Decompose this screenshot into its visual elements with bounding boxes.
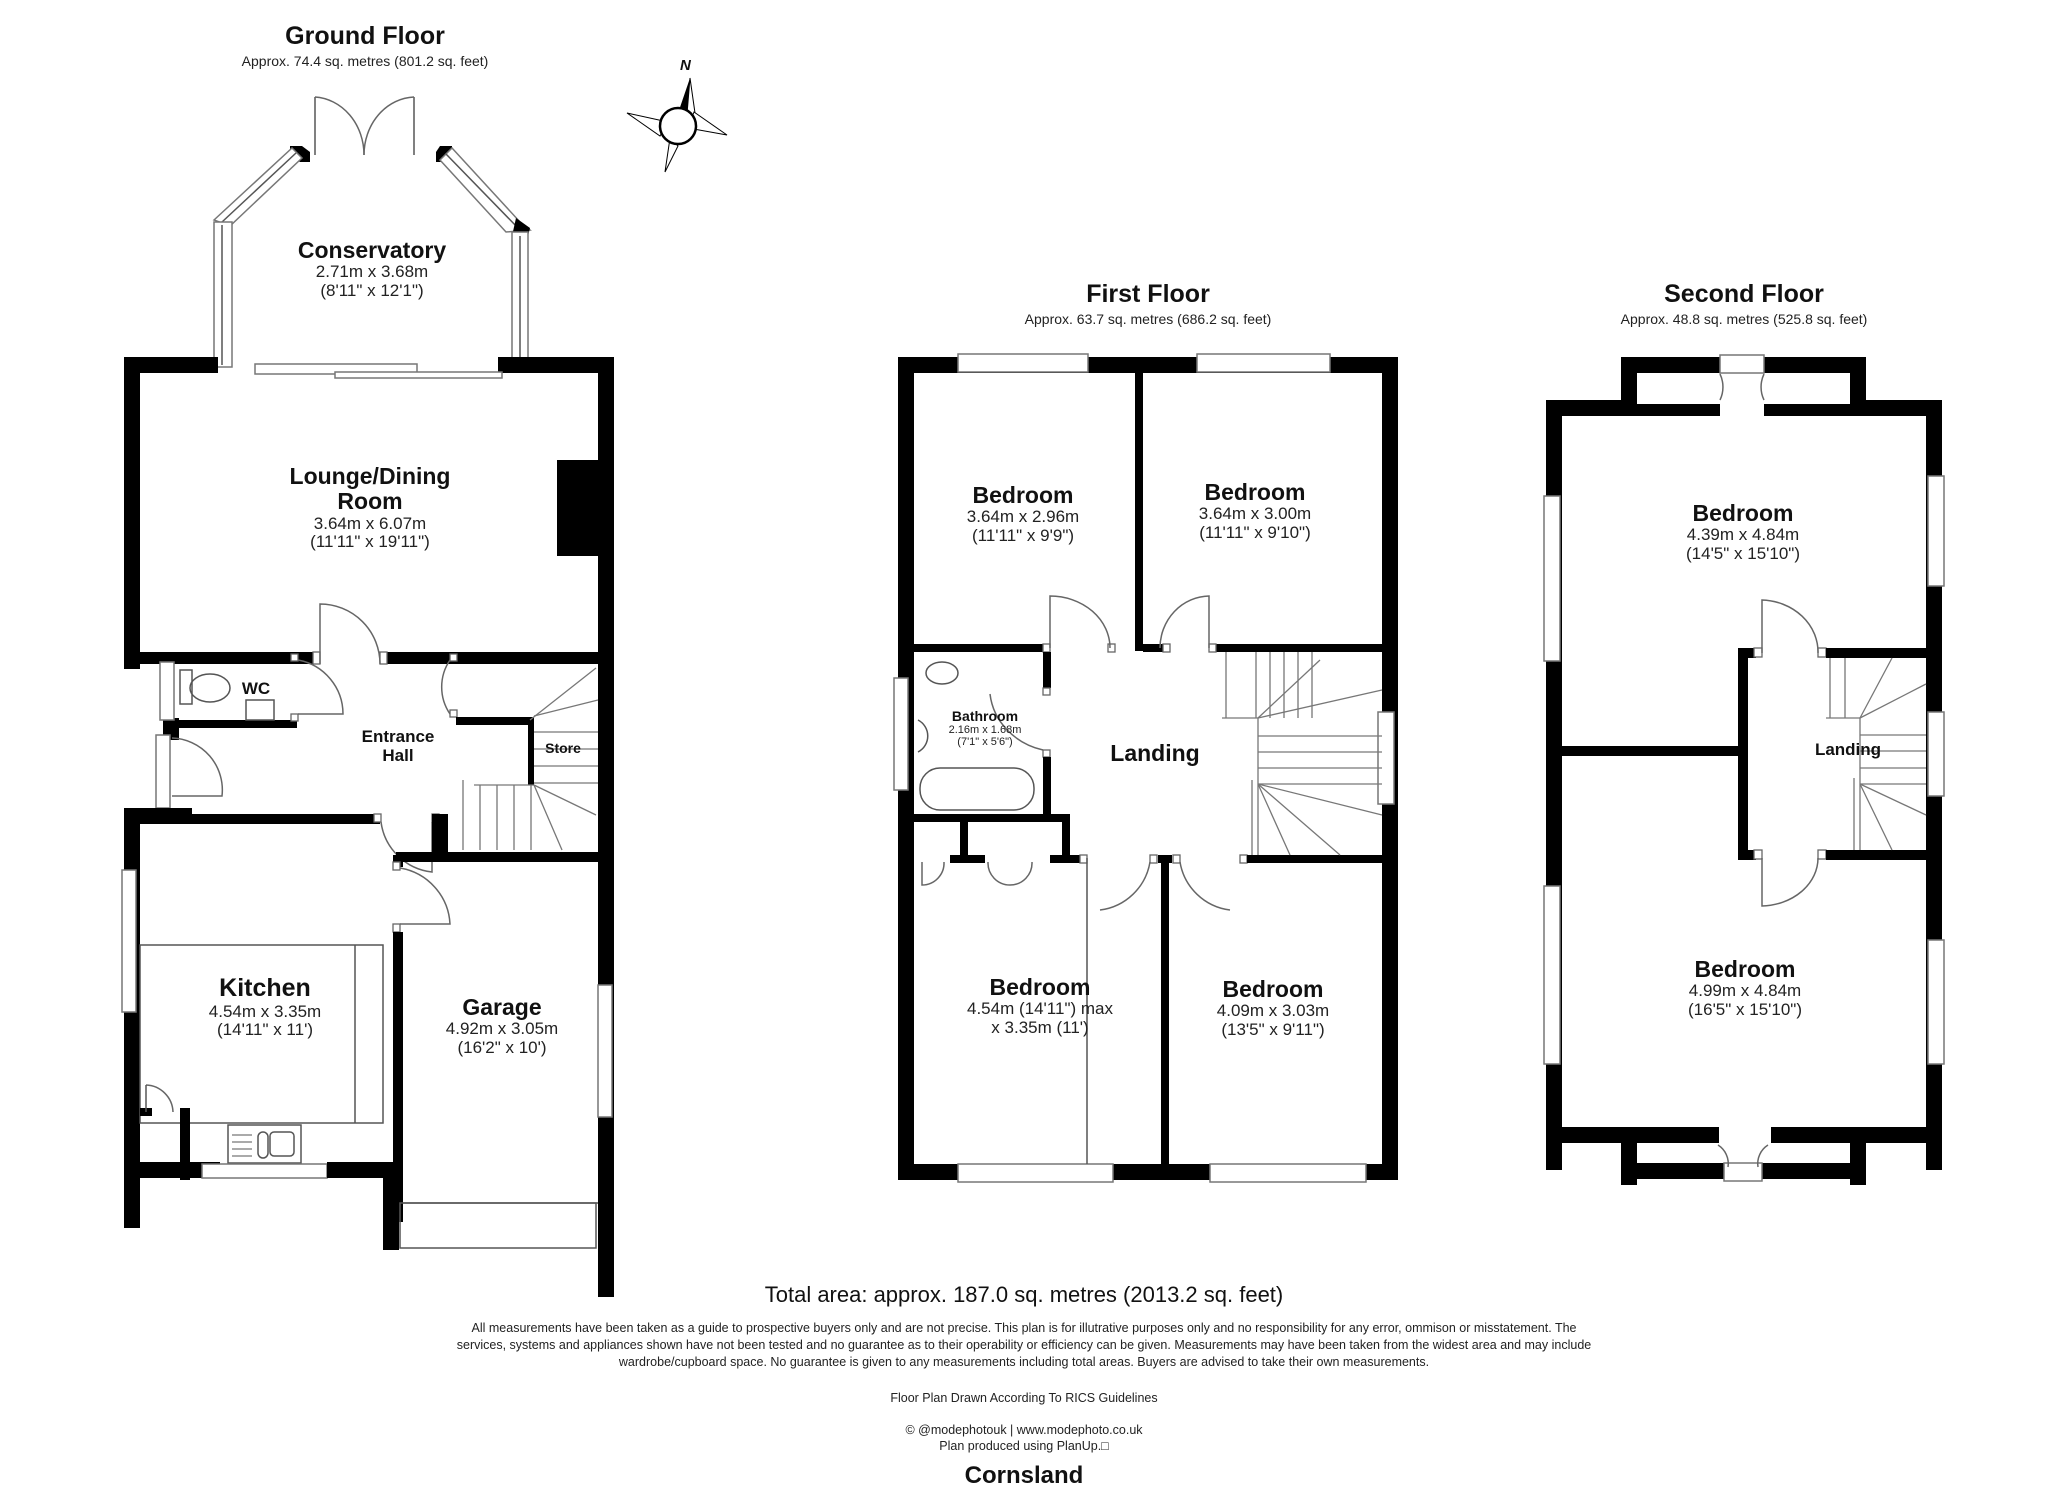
produced-by-line: Plan produced using PlanUp.□ — [939, 1439, 1109, 1454]
room-name: Bedroom — [1692, 500, 1794, 526]
room-name: Bedroom — [1694, 956, 1796, 982]
compass-north-label: N — [680, 57, 691, 74]
ground-floor-title: Ground Floor — [285, 22, 445, 50]
ground-floor-plan — [121, 96, 614, 1297]
room-dim-imperial: (14'11" x 11') — [216, 1020, 313, 1040]
room-store: Store — [545, 740, 581, 756]
room-name-line2: Room — [337, 488, 403, 515]
conservatory-outline — [212, 96, 532, 368]
rics-guidelines-note: Floor Plan Drawn According To RICS Guide… — [890, 1391, 1158, 1405]
room-name: WC — [241, 679, 271, 698]
first-floor-plan — [893, 353, 1398, 1183]
room-dim-metric: 4.99m x 4.84m — [1688, 981, 1802, 1001]
room-bathroom: Bathroom 2.16m x 1.68m (7'1" x 5'6") — [948, 708, 1022, 749]
room-entrance-hall: Entrance Hall — [361, 727, 435, 765]
room-bedroom-first-top-left: Bedroom 3.64m x 2.96m (11'11" x 9'9") — [966, 482, 1080, 546]
second-floor-title: Second Floor — [1664, 280, 1824, 308]
room-kitchen: Kitchen 4.54m x 3.35m (14'11" x 11') — [208, 974, 322, 1040]
room-landing-first: Landing — [1110, 740, 1200, 766]
room-name: Garage — [462, 994, 542, 1020]
first-floor-heading: First Floor Approx. 63.7 sq. metres (686… — [1025, 280, 1272, 327]
room-dim-metric: 4.09m x 3.03m — [1216, 1001, 1330, 1021]
room-lounge-dining: Lounge/Dining Room 3.64m x 6.07m (11'11"… — [289, 463, 451, 552]
room-dim-metric: 3.64m x 6.07m — [313, 513, 427, 533]
disclaimer-line: services, systems and appliances shown h… — [456, 1337, 1592, 1352]
room-name: Bedroom — [1222, 976, 1324, 1002]
room-dim-imperial: (11'11" x 9'9") — [971, 525, 1075, 545]
second-floor-area: Approx. 48.8 sq. metres (525.8 sq. feet) — [1620, 311, 1868, 327]
room-dim-metric: 2.16m x 1.68m — [948, 724, 1022, 737]
disclaimer: All measurements have been taken as a gu… — [0, 1320, 2048, 1371]
room-dim-imperial: (16'2" x 10') — [457, 1037, 547, 1057]
room-dim-metric: 4.92m x 3.05m — [445, 1019, 559, 1039]
room-dim-imperial: (16'5" x 15'10") — [1687, 999, 1803, 1019]
room-name-line1: Entrance — [361, 727, 435, 746]
room-dim-metric: 4.39m x 4.84m — [1686, 525, 1800, 545]
room-bedroom-first-bottom-left: Bedroom 4.54m (14'11") max x 3.35m (11') — [967, 974, 1113, 1038]
second-floor-heading: Second Floor Approx. 48.8 sq. metres (52… — [1621, 280, 1868, 327]
credits: © @modephotouk | www.modephoto.co.uk Pla… — [0, 1422, 2048, 1455]
room-wc: WC — [241, 679, 271, 699]
first-floor-area: Approx. 63.7 sq. metres (686.2 sq. feet) — [1024, 311, 1272, 327]
north-arrow-compass-icon — [626, 77, 728, 173]
room-name: Landing — [1814, 740, 1882, 759]
room-dim-line2: x 3.35m (11') — [991, 1017, 1089, 1037]
room-dim-imperial: (14'5" x 15'10") — [1685, 543, 1801, 563]
room-garage: Garage 4.92m x 3.05m (16'2" x 10') — [445, 994, 559, 1058]
room-dim-metric: 4.54m x 3.35m — [208, 1001, 322, 1021]
room-dim-imperial: (11'11" x 19'11") — [310, 532, 430, 552]
room-dim-metric: 3.64m x 3.00m — [1198, 504, 1312, 524]
room-bedroom-second-bottom: Bedroom 4.99m x 4.84m (16'5" x 15'10") — [1687, 956, 1803, 1020]
copyright-line: © @modephotouk | www.modephoto.co.uk — [905, 1423, 1143, 1437]
property-name: Cornsland — [964, 1462, 1084, 1489]
room-dim-line1: 4.54m (14'11") max — [967, 999, 1113, 1019]
disclaimer-line: wardrobe/cupboard space. No guarantee is… — [618, 1354, 1430, 1369]
room-name: Bathroom — [951, 708, 1019, 724]
disclaimer-line: All measurements have been taken as a gu… — [471, 1321, 1577, 1335]
ground-floor-area: Approx. 74.4 sq. metres (801.2 sq. feet) — [241, 53, 489, 69]
room-name-line1: Lounge/Dining — [289, 463, 451, 489]
room-dim-imperial: (11'11" x 9'10") — [1199, 522, 1311, 542]
room-dim-metric: 2.71m x 3.68m — [315, 262, 429, 282]
room-conservatory: Conservatory 2.71m x 3.68m (8'11" x 12'1… — [297, 237, 447, 301]
room-name: Conservatory — [297, 237, 447, 263]
room-name: Bedroom — [1204, 479, 1306, 505]
room-name: Kitchen — [219, 974, 311, 1002]
ground-floor-heading: Ground Floor Approx. 74.4 sq. metres (80… — [242, 22, 489, 69]
room-dim-imperial: (13'5" x 9'11") — [1221, 1019, 1325, 1039]
room-dim-imperial: (8'11" x 12'1") — [320, 280, 424, 300]
room-landing-second: Landing — [1814, 740, 1882, 760]
room-bedroom-second-top: Bedroom 4.39m x 4.84m (14'5" x 15'10") — [1685, 500, 1801, 564]
room-name: Bedroom — [972, 482, 1074, 508]
second-floor-plan — [1543, 354, 1945, 1185]
room-name-line2: Hall — [382, 745, 414, 765]
room-dim-metric: 3.64m x 2.96m — [966, 507, 1080, 527]
room-name: Bedroom — [989, 974, 1091, 1000]
room-dim-imperial: (7'1" x 5'6") — [957, 736, 1013, 749]
room-name: Store — [545, 740, 581, 756]
first-floor-title: First Floor — [1086, 280, 1210, 308]
room-name: Landing — [1110, 740, 1200, 766]
total-area: Total area: approx. 187.0 sq. metres (20… — [764, 1282, 1284, 1307]
room-bedroom-first-bottom-right: Bedroom 4.09m x 3.03m (13'5" x 9'11") — [1216, 976, 1330, 1040]
room-bedroom-first-top-right: Bedroom 3.64m x 3.00m (11'11" x 9'10") — [1198, 479, 1312, 543]
